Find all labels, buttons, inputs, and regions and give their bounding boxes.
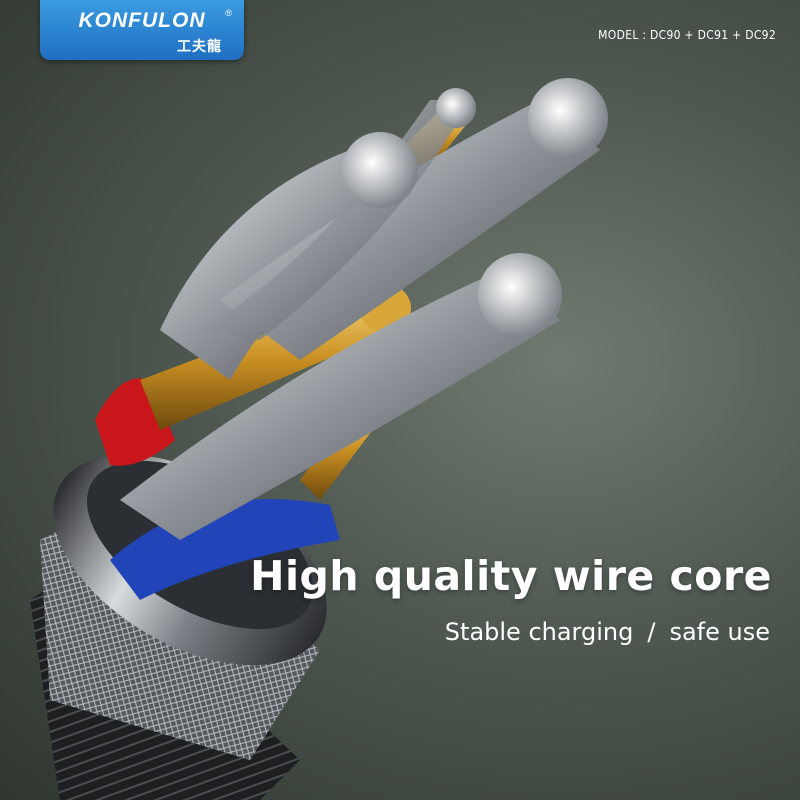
- headline: High quality wire core: [250, 552, 772, 600]
- subline-separator: /: [647, 618, 656, 646]
- brand-name: KONFULON: [78, 9, 206, 32]
- registered-mark: ®: [225, 8, 232, 18]
- konfulon-logo: KONFULON ® 工夫龍: [40, 0, 244, 60]
- brand-chinese-name: 工夫龍: [177, 39, 222, 55]
- subline-part1: Stable charging: [444, 618, 634, 646]
- model-label: MODEL : DC90 + DC91 + DC92: [598, 28, 776, 42]
- subline: Stable charging / safe use: [445, 618, 770, 646]
- subline-part2: safe use: [669, 618, 770, 646]
